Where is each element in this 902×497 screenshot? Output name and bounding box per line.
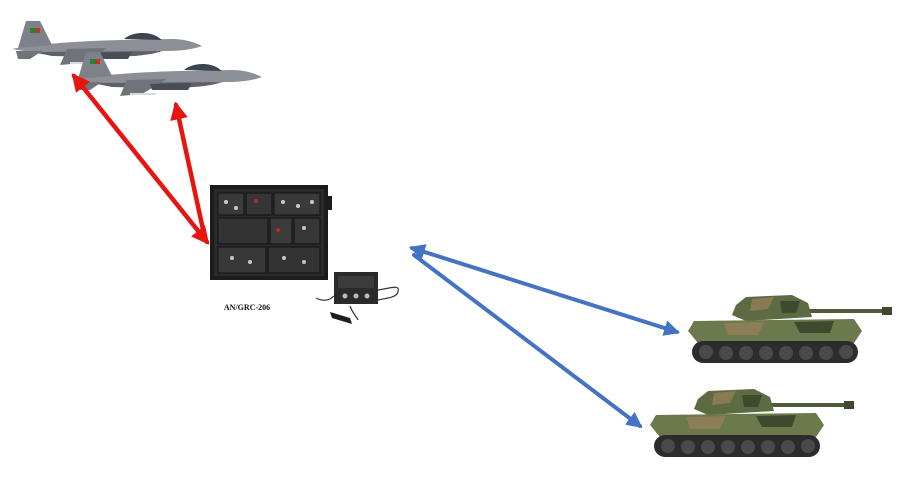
air-link-jet1-arrow bbox=[71, 73, 210, 245]
battle-tank-1 bbox=[688, 295, 892, 363]
fighter-jet-1 bbox=[12, 21, 202, 65]
battle-tank-icon bbox=[688, 295, 892, 363]
military-radio-rack-icon bbox=[210, 185, 399, 324]
ground-links bbox=[408, 244, 681, 428]
battle-tank-2 bbox=[650, 389, 854, 457]
fighter-jet-icon bbox=[12, 21, 202, 65]
air-links bbox=[71, 73, 210, 245]
air-link-jet2-arrow bbox=[170, 101, 207, 237]
radio-station: AN/GRC-206 bbox=[210, 185, 399, 324]
ground-link-tank2-arrow bbox=[412, 253, 643, 428]
fighter-jet-icon bbox=[72, 52, 262, 96]
radio-label: AN/GRC-206 bbox=[224, 303, 270, 312]
battle-tank-icon bbox=[650, 389, 854, 457]
fighter-jet-2 bbox=[72, 52, 262, 96]
ground-link-tank1-arrow bbox=[408, 244, 681, 336]
